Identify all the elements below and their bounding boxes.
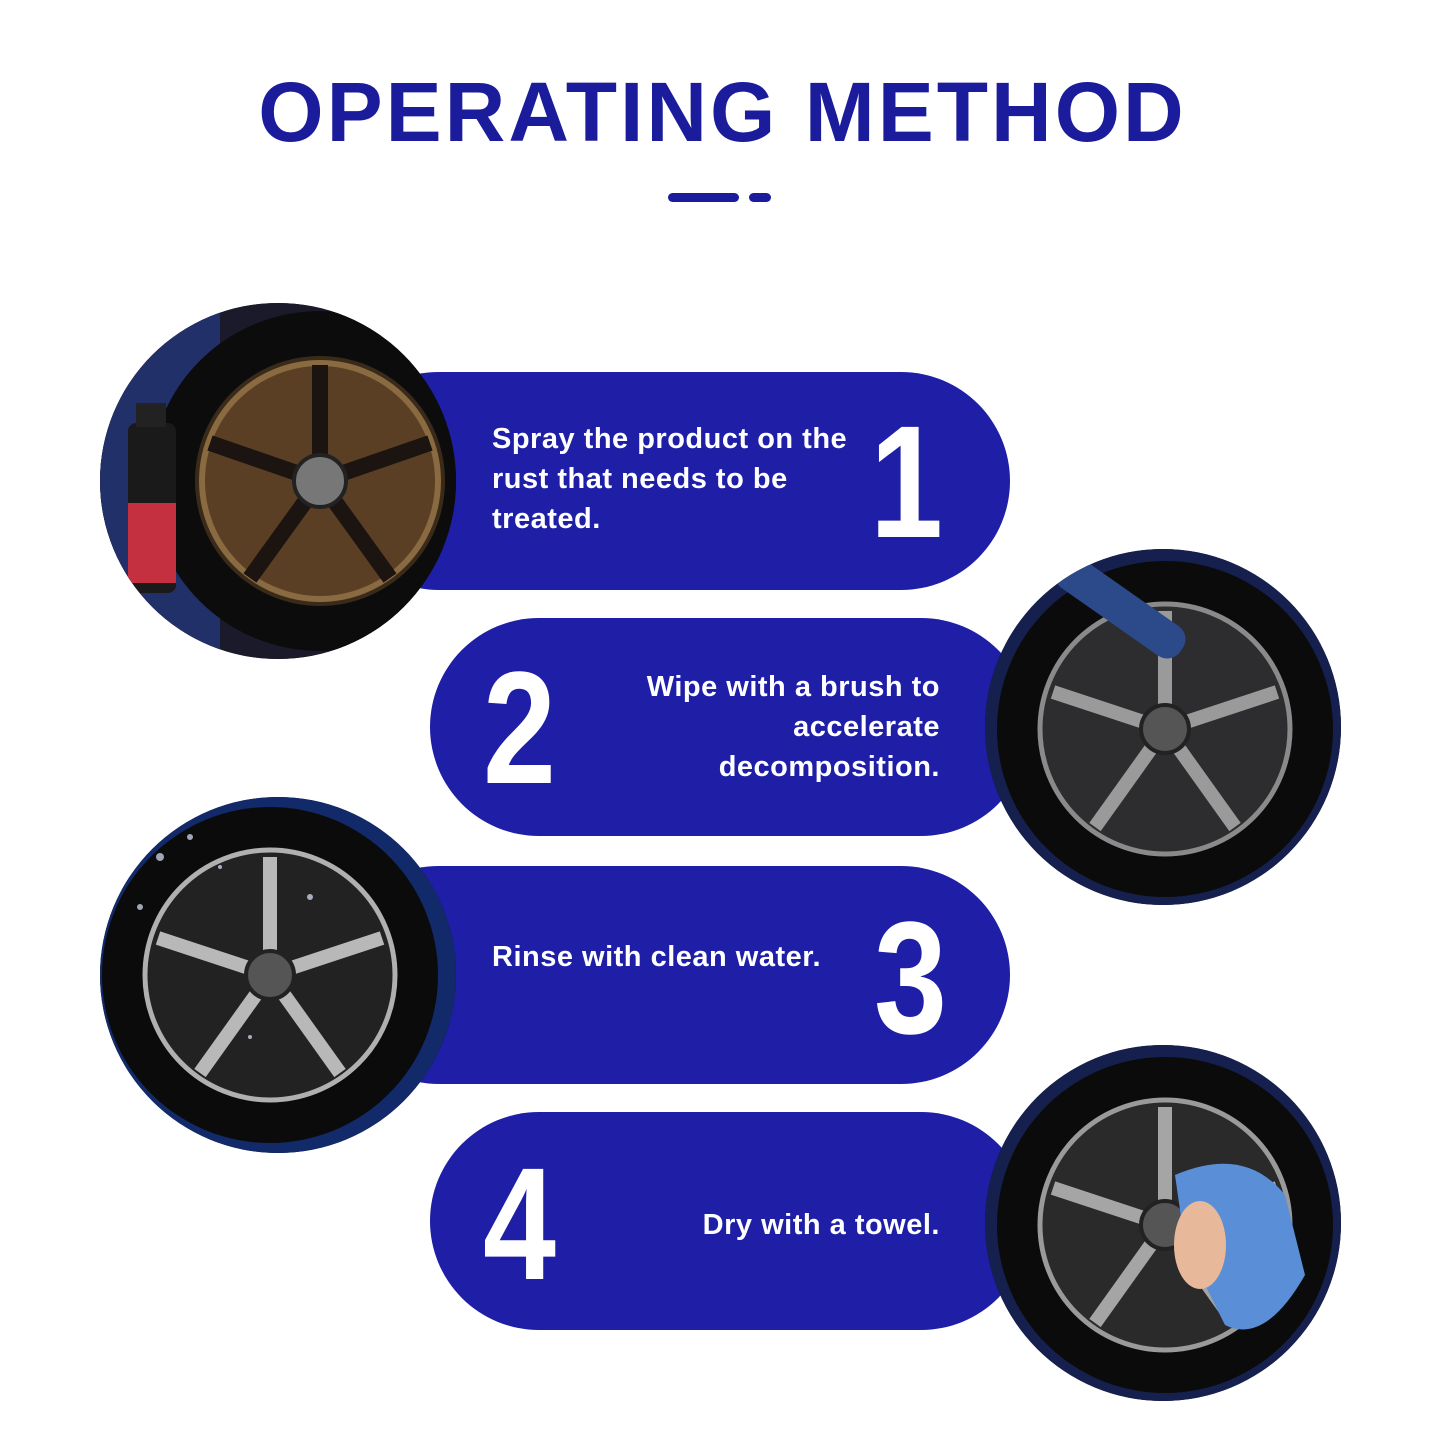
title-divider-long [668, 193, 739, 202]
step-1-text: Spray the product on the rust that needs… [492, 423, 848, 535]
step-3-number: 3 [874, 888, 947, 1067]
step-3-text: Rinse with clean water. [492, 941, 821, 973]
step-2-text: Wipe with a brush to accelerate decompos… [646, 671, 940, 783]
title-divider-short [749, 193, 771, 202]
step-4-number: 4 [483, 1134, 556, 1313]
rusty-wheel-spray-photo [100, 303, 456, 659]
wheel-rinse-photo [100, 797, 456, 1153]
step-2-number: 2 [483, 638, 556, 817]
wheel-brush-photo [985, 549, 1341, 905]
page-title: OPERATING METHOD [258, 65, 1187, 159]
step-4-text: Dry with a towel. [702, 1209, 940, 1241]
step-2-pill [430, 618, 1030, 836]
step-4-pill [430, 1112, 1030, 1330]
wheel-towel-photo [985, 1045, 1341, 1401]
step-1-number: 1 [870, 392, 943, 571]
